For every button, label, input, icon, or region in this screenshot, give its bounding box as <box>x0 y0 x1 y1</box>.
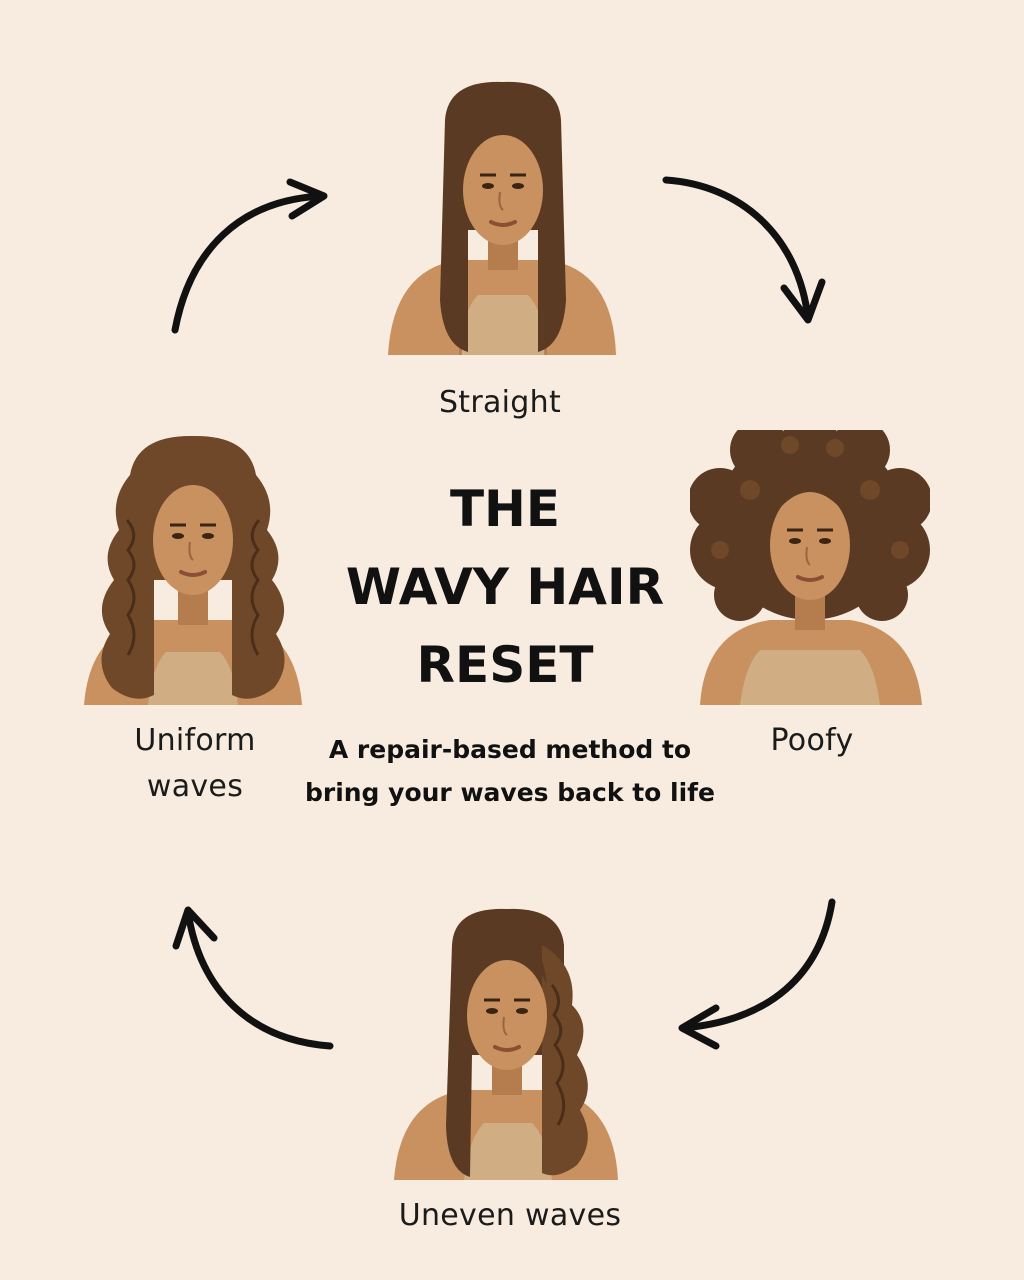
subtitle-line-2: to bring your waves back <box>304 735 692 807</box>
title-line-2: WAVY HAIR <box>345 558 665 616</box>
portrait-uneven-waves <box>394 908 618 1180</box>
arrow-top-right <box>662 176 826 324</box>
page-subtitle: A repair-based method to bring your wave… <box>300 728 720 814</box>
title-line-3: RESET <box>416 636 594 694</box>
label-uneven-waves: Uneven waves <box>360 1193 660 1239</box>
label-uniform-waves-line-1: Uniform <box>134 723 256 758</box>
page-title: THE WAVY HAIR RESET <box>290 470 720 704</box>
portrait-straight <box>388 81 616 356</box>
portrait-poofy <box>690 430 930 705</box>
subtitle-line-1: A repair-based method <box>328 735 654 764</box>
label-poofy-line-1: Poofy <box>770 723 854 758</box>
label-poofy: Poofy <box>712 718 912 764</box>
label-straight: Straight <box>380 380 620 426</box>
label-uniform-waves-line-2: waves <box>146 769 244 804</box>
portrait-uniform-waves <box>84 435 302 705</box>
arrow-bottom-left <box>172 906 334 1050</box>
label-straight-line-1: Straight <box>438 385 562 420</box>
subtitle-line-3: to life <box>632 778 716 807</box>
arrow-bottom-right <box>678 898 836 1050</box>
title-line-1: THE <box>449 480 561 538</box>
arrow-top-left <box>171 178 328 334</box>
label-uniform-waves: Uniform waves <box>95 718 295 810</box>
label-uneven-waves-line-1: Uneven waves <box>398 1198 622 1233</box>
